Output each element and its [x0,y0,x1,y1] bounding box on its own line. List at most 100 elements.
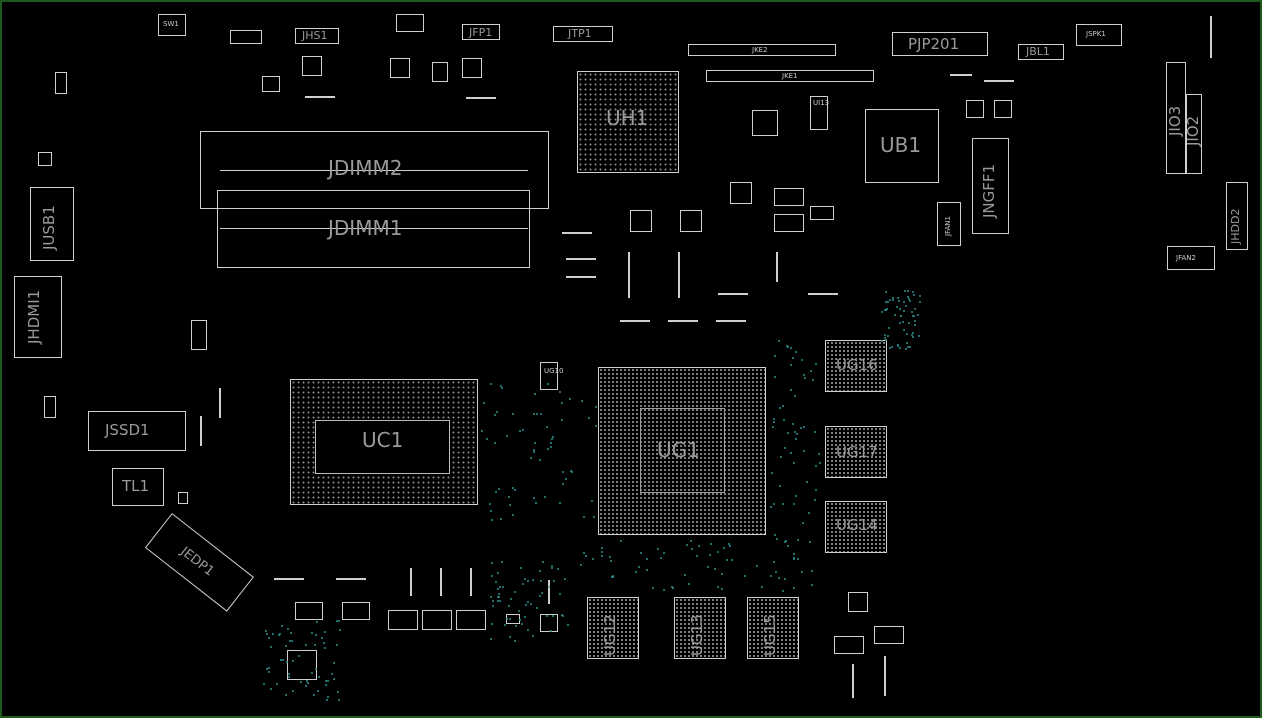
slot-jngff1[interactable] [972,138,1009,234]
via-dot [542,560,545,563]
via-dot [491,622,494,625]
switch-sw1[interactable] [158,14,186,36]
via-dot [760,586,763,589]
via-dot [493,414,496,417]
connector-jtp1[interactable] [553,26,613,42]
connector-pjp201[interactable] [892,32,988,56]
via-dot [270,646,273,649]
via-dot [526,629,529,632]
chip-ug12[interactable] [587,597,639,659]
via-dot [794,395,797,398]
connector-jhs1[interactable] [295,28,339,44]
via-dot [501,387,504,389]
via-dot [559,501,562,504]
via-dot [594,425,597,428]
trace-line [466,97,496,99]
chip-ug13[interactable] [674,597,726,659]
memory-slot-jdimm2[interactable] [200,131,549,209]
via-dot [883,309,886,312]
connector-jusb1[interactable] [30,187,74,261]
chip-ug15[interactable] [747,597,799,659]
via-dot [895,306,898,309]
connector-jbl1[interactable] [1018,44,1064,60]
via-dot [278,634,281,637]
connector-jfan1[interactable] [937,202,961,246]
via-dot [910,311,913,314]
via-dot [902,300,905,303]
via-dot [807,512,810,515]
via-dot [310,672,313,675]
via-dot [536,413,539,416]
component-qfn [680,210,702,232]
connector-jke1[interactable] [706,70,874,82]
via-dot [894,314,897,317]
via-dot [291,689,294,692]
connector-jssd1[interactable] [88,411,186,451]
via-dot [779,484,782,487]
component-power [834,636,864,654]
component-small [994,100,1012,118]
via-dot [716,585,719,588]
via-dot [584,555,587,558]
via-dot [339,629,342,632]
label-jssd1: JSSD1 [105,421,150,439]
via-dot [495,491,497,494]
via-dot [671,587,674,590]
chip-ub1[interactable] [865,109,939,183]
via-dot [267,670,270,673]
via-dot [639,552,642,555]
label-uc1: UC1 [362,428,404,452]
via-dot [327,696,330,699]
connector-jhdd2[interactable] [1226,182,1248,250]
via-dot [313,643,316,646]
via-dot [532,497,535,500]
chip-ui13[interactable] [810,96,828,130]
connector-jfan2[interactable] [1167,246,1215,270]
via-dot [288,640,291,643]
via-dot [580,564,583,567]
via-dot [913,294,916,297]
chip-uh1[interactable] [577,71,679,173]
via-dot [772,421,775,424]
connector-jio3[interactable] [1166,62,1186,174]
connector-jio2[interactable] [1186,94,1202,174]
chip-ug10[interactable] [540,362,558,390]
connector-jfp1[interactable] [462,24,500,40]
component-tl1[interactable] [112,468,164,506]
connector-jke2[interactable] [688,44,836,56]
via-dot [571,471,574,474]
trace-line [566,276,596,278]
via-dot [784,541,787,544]
via-dot [284,693,287,696]
via-dot [918,294,921,297]
via-dot [561,470,564,473]
via-dot [534,392,537,395]
via-dot [562,615,565,618]
chip-ug14[interactable] [825,501,887,553]
label-jio2: JIO2 [1184,115,1202,146]
via-dot [809,541,812,544]
via-dot [509,635,512,638]
via-dot [263,682,266,685]
via-dot [560,419,563,422]
via-dot [787,431,790,434]
chip-ug16[interactable] [825,340,887,392]
memory-slot-jdimm1[interactable] [217,190,530,268]
via-dot [523,577,526,580]
trace-line [678,252,680,298]
via-dot [313,693,316,696]
via-dot [810,570,813,573]
connector-jhdmi1[interactable] [14,276,62,358]
via-dot [480,430,483,433]
chip-ug17[interactable] [825,426,887,478]
connector-jspk1[interactable] [1076,24,1122,46]
via-dot [491,574,494,577]
via-dot [903,328,906,331]
via-dot [796,539,799,542]
chip-ug1[interactable] [598,367,766,535]
via-dot [281,624,284,627]
via-dot [494,442,497,445]
via-dot [592,515,595,518]
component-power [456,610,486,630]
